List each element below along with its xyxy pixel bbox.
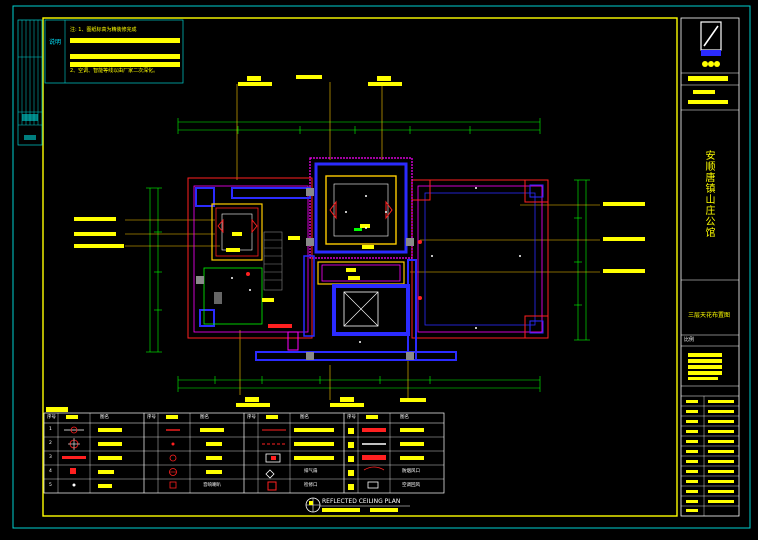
column-markers [196, 188, 414, 360]
leader-lines [125, 82, 600, 400]
legend-exhaust-label: 排气扇 [304, 469, 318, 474]
center-upper-room [309, 157, 413, 259]
chandelier-icon [64, 426, 84, 450]
plan-title-block [305, 497, 410, 513]
legend-header-name-4: 图名 [400, 415, 409, 420]
legend-header-no: 序号 [47, 415, 56, 420]
downlight-icon [231, 187, 521, 343]
title-block [681, 72, 739, 516]
leader-labels [74, 75, 645, 407]
legend-row-no: 5 [49, 483, 52, 488]
drawing-name: 三层天花布置图 [688, 312, 731, 319]
outer-sheet-border [12, 5, 751, 529]
right-dimensions [574, 179, 590, 341]
left-dimensions [146, 187, 162, 353]
legend-header-name-2: 图名 [200, 415, 209, 420]
legend-header-name: 图名 [100, 415, 109, 420]
project-name: 安顺唐镇山庄公馆 [703, 150, 714, 238]
legend-access-label: 检修口 [304, 483, 318, 488]
notes-line1: 注: 1、图纸标高为精装修完成 [70, 27, 137, 33]
legend-smoke-label: 防烟风口 [402, 469, 420, 474]
legend-header-no-4: 序号 [347, 415, 356, 420]
title-block-frame [680, 17, 740, 517]
binding-strip [17, 19, 43, 146]
corridor [317, 261, 405, 285]
scale-label: 比例 [684, 337, 695, 343]
legend-header-no-3: 序号 [247, 415, 256, 420]
legend-row-no: 4 [49, 469, 52, 474]
floor-plan [125, 82, 600, 400]
legend-return-label: 空调回风 [402, 483, 420, 488]
legend-header-name-3: 图名 [300, 415, 309, 420]
notes-box [44, 19, 184, 84]
legend-speaker-label: 音响喇叭 [203, 483, 221, 488]
legend-row-no: 1 [49, 427, 52, 432]
notes-label: 说明 [49, 39, 62, 46]
lower-center-room [255, 259, 457, 361]
right-room [411, 179, 549, 339]
exhaust-fan-icon [169, 468, 177, 476]
bottom-dimensions [177, 376, 541, 392]
drawing-frame [42, 17, 678, 517]
spotlight-icon [246, 240, 422, 300]
notes-line2: 2、空调、智能等线以由厂家二次深化。 [70, 68, 159, 74]
legend-row-no: 2 [49, 441, 52, 446]
legend-row-no: 3 [49, 455, 52, 460]
legend-header-no-2: 序号 [147, 415, 156, 420]
plan-title: REFLECTED CEILING PLAN [322, 498, 401, 505]
left-rooms [187, 177, 315, 351]
logo-icon [700, 21, 722, 67]
top-dimensions [177, 118, 541, 134]
legend-table [43, 407, 445, 494]
